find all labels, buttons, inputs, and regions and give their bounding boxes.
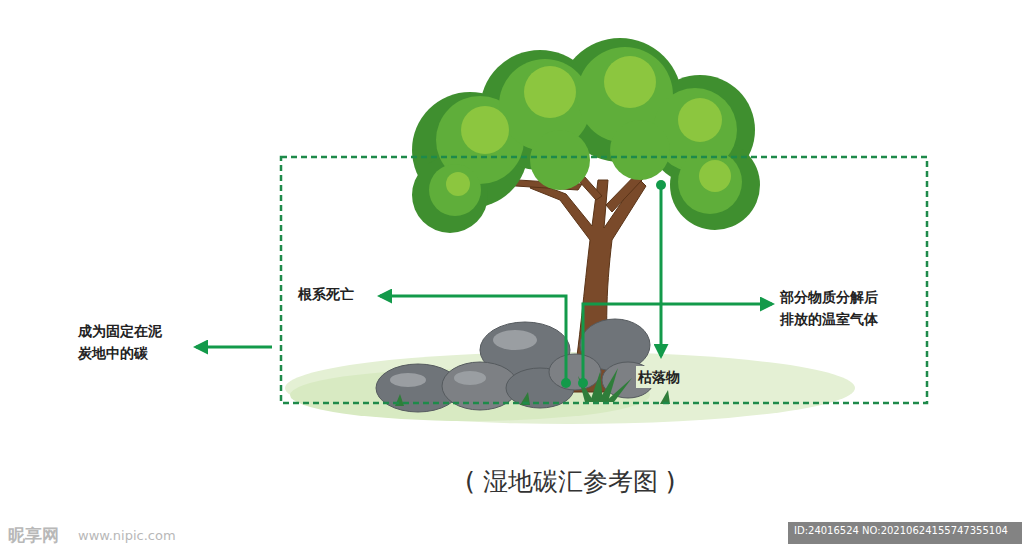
process-label: 枯落物 [636, 366, 682, 388]
flow-dots [561, 180, 666, 388]
watermark: ID:24016524 NO:20210624155747355104 [794, 525, 1008, 537]
watermark-bar [788, 522, 1022, 544]
watermark: www.nipic.com [78, 528, 176, 544]
rocks [376, 319, 654, 412]
caption: ( 湿地碳汇参考图 ) [465, 462, 675, 502]
outcome-label: 成为固定在泥 炭地中的碳 [78, 320, 166, 365]
process-label: 根系死亡 [298, 283, 354, 305]
grass [395, 368, 670, 406]
flow-arrows [196, 185, 772, 383]
watermark: 昵享网 [8, 525, 59, 545]
process-label: 部分物质分解后 排放的温室气体 [780, 286, 882, 331]
tree-canopy [412, 38, 760, 233]
dashed-boundary [281, 157, 927, 403]
ground [285, 352, 855, 424]
